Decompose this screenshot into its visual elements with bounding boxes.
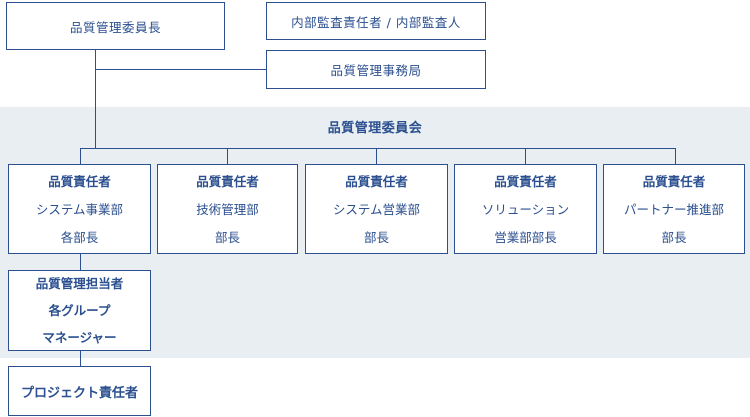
project-leader-box: プロジェクト責任者 — [8, 366, 151, 416]
committee-title: 品質管理委員会 — [327, 121, 423, 136]
manager-line3: マネージャー — [42, 330, 117, 345]
secretariat-label: 品質管理事務局 — [330, 63, 422, 78]
department-box-tech: 品質責任者 技術管理部 部長 — [157, 164, 298, 254]
manager-line1: 品質管理担当者 — [35, 276, 124, 291]
department-box-sales: 品質責任者 システム営業部 部長 — [305, 164, 448, 254]
department-line2: 各部長 — [60, 229, 99, 245]
department-line2: 営業部部長 — [494, 229, 557, 245]
department-line2: 部長 — [661, 229, 687, 245]
department-title: 品質責任者 — [345, 173, 408, 189]
quality-manager-box: 品質管理担当者 各グループ マネージャー — [8, 270, 151, 351]
department-line1: システム営業部 — [332, 201, 421, 217]
chairman-box: 品質管理委員長 — [6, 2, 225, 50]
auditor-box: 内部監査責任者 / 内部監査人 — [266, 2, 486, 40]
department-line1: パートナー推進部 — [623, 201, 724, 217]
department-title: 品質責任者 — [196, 173, 259, 189]
project-leader-label: プロジェクト責任者 — [20, 385, 138, 401]
department-line2: 部長 — [363, 229, 389, 245]
department-line1: ソリューション — [481, 201, 570, 217]
auditor-label: 内部監査責任者 / 内部監査人 — [291, 14, 461, 30]
secretariat-box: 品質管理事務局 — [266, 50, 486, 89]
chairman-label: 品質管理委員長 — [69, 19, 161, 35]
department-line2: 部長 — [214, 229, 240, 245]
department-title: 品質責任者 — [48, 173, 111, 189]
department-title: 品質責任者 — [494, 173, 557, 189]
manager-line2: 各グループ — [48, 303, 111, 318]
department-box-solution: 品質責任者 ソリューション 営業部部長 — [454, 164, 597, 254]
department-box-system: 品質責任者 システム事業部 各部長 — [8, 164, 151, 254]
department-line1: 技術管理部 — [196, 201, 259, 217]
department-line1: システム事業部 — [35, 201, 124, 217]
department-box-partner: 品質責任者 パートナー推進部 部長 — [603, 164, 745, 254]
department-title: 品質責任者 — [642, 173, 706, 189]
